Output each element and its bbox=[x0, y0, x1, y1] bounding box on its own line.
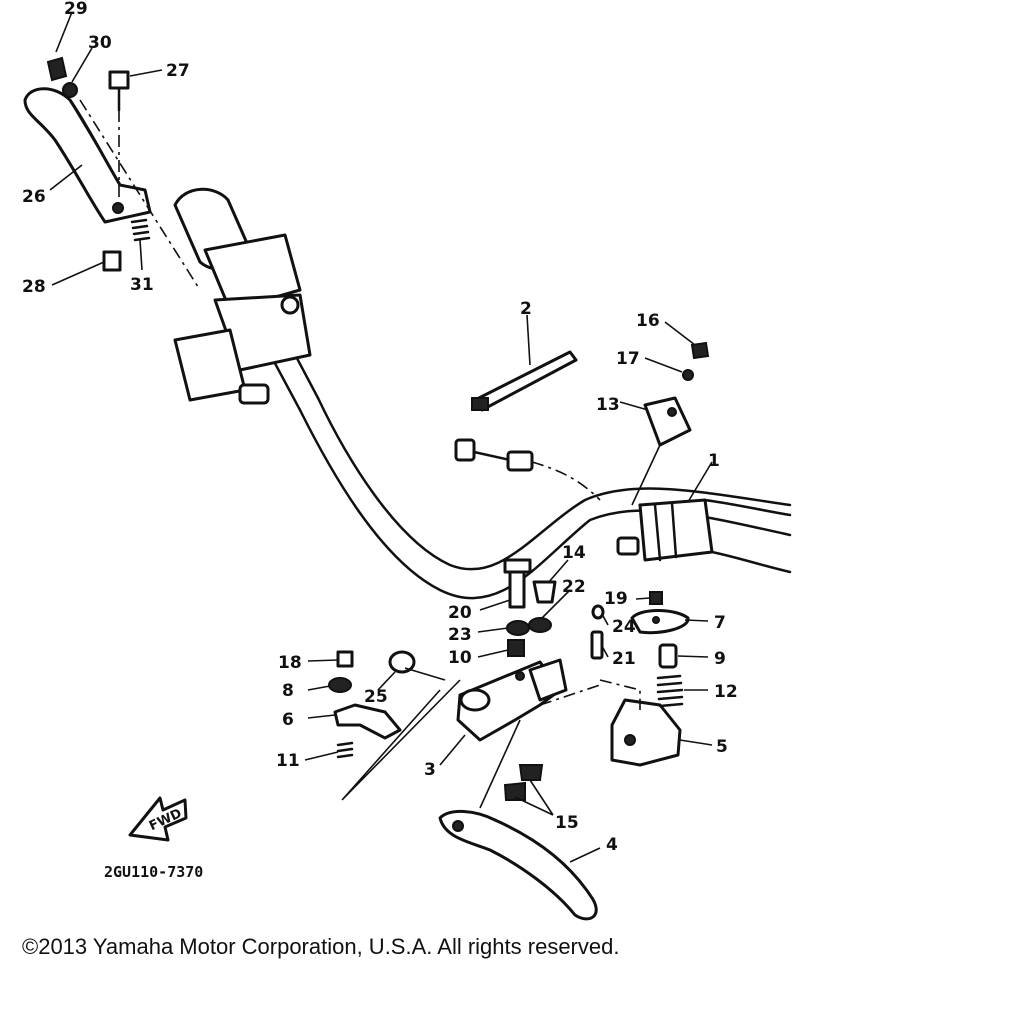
callout-21: 21 bbox=[612, 649, 636, 669]
callout-17: 17 bbox=[616, 349, 640, 369]
callout-26: 26 bbox=[22, 187, 46, 207]
callout-27: 27 bbox=[166, 61, 190, 81]
callout-14: 14 bbox=[562, 543, 586, 563]
lever-bracket bbox=[456, 658, 601, 742]
callout-7: 7 bbox=[714, 613, 726, 633]
master-cylinder-housing bbox=[173, 233, 312, 405]
catalog-code: 2GU110-7370 bbox=[104, 863, 203, 881]
switch-connector bbox=[454, 438, 601, 501]
callout-10: 10 bbox=[448, 648, 472, 668]
callout-23: 23 bbox=[448, 625, 472, 645]
callout-29: 29 bbox=[64, 0, 88, 19]
switch-clamp bbox=[631, 341, 710, 506]
switch-lower bbox=[590, 591, 690, 767]
callout-15: 15 bbox=[555, 813, 579, 833]
switch-housing bbox=[616, 498, 792, 574]
callout-8: 8 bbox=[282, 681, 294, 701]
callout-11: 11 bbox=[276, 751, 300, 771]
fwd-arrow: FWD bbox=[128, 796, 188, 842]
callout-9: 9 bbox=[714, 649, 726, 669]
callout-24: 24 bbox=[612, 617, 636, 637]
callout-18: 18 bbox=[278, 653, 302, 673]
callout-5: 5 bbox=[716, 737, 728, 757]
copyright-notice: ©2013 Yamaha Motor Corporation, U.S.A. A… bbox=[22, 934, 620, 959]
callout-20: 20 bbox=[448, 603, 472, 623]
callout-28: 28 bbox=[22, 277, 46, 297]
callout-6: 6 bbox=[282, 710, 294, 730]
callout-1: 1 bbox=[708, 451, 720, 471]
callout-19: 19 bbox=[604, 589, 628, 609]
callout-2: 2 bbox=[520, 299, 532, 319]
callout-31: 31 bbox=[130, 275, 154, 295]
clutch-lever bbox=[438, 719, 598, 921]
callout-3: 3 bbox=[424, 760, 436, 780]
callout-16: 16 bbox=[636, 311, 660, 331]
callout-25: 25 bbox=[364, 687, 388, 707]
pivot-hardware bbox=[328, 558, 557, 801]
callout-labels: 29 30 27 26 28 31 2 16 17 13 1 14 22 20 … bbox=[22, 0, 738, 855]
cable-tie bbox=[471, 350, 578, 412]
callout-22: 22 bbox=[562, 577, 586, 597]
callout-30: 30 bbox=[88, 33, 112, 53]
callout-4: 4 bbox=[606, 835, 618, 855]
front-brake-lever bbox=[23, 56, 201, 291]
callout-13: 13 bbox=[596, 395, 620, 415]
callout-12: 12 bbox=[714, 682, 738, 702]
leader-lines bbox=[49, 11, 713, 863]
